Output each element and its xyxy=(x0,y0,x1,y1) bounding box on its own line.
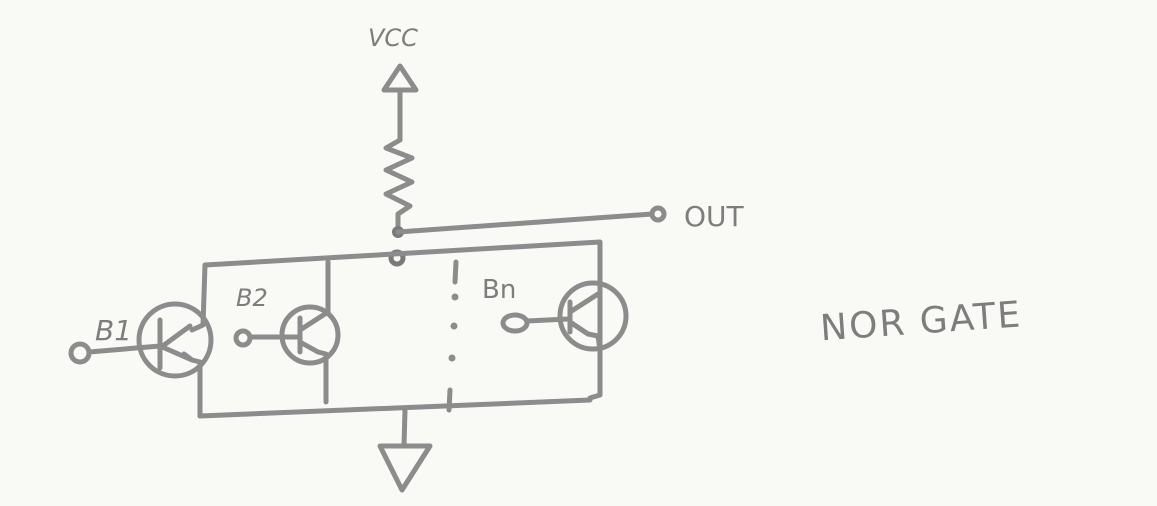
transistor-2-leads xyxy=(297,259,331,405)
bn-input-terminal[interactable] xyxy=(500,312,530,334)
output-wire xyxy=(395,211,655,235)
ellipsis-dot xyxy=(451,293,459,301)
vcc-supply-symbol xyxy=(381,63,419,93)
diagram-title: NOR GATE xyxy=(819,294,1024,349)
transistor-1 xyxy=(136,301,214,379)
ground-symbol xyxy=(377,443,433,493)
ellipsis-dot xyxy=(448,354,456,362)
ground-wire xyxy=(401,407,408,449)
bn-label: Bn xyxy=(482,275,516,305)
transistor-2 xyxy=(279,304,341,366)
transistor-n-leads xyxy=(567,291,603,353)
b2-label: B2 xyxy=(236,284,268,312)
b1-label: B1 xyxy=(95,314,132,347)
pull-up-resistor xyxy=(383,87,415,235)
b1-input-terminal[interactable] xyxy=(68,341,92,365)
b1-base-wire xyxy=(86,343,163,355)
ellipsis-wire-stubs xyxy=(446,259,459,413)
transistor-n xyxy=(557,280,629,352)
output-terminal xyxy=(649,205,667,223)
out-label: OUT xyxy=(684,200,745,233)
collector-rail xyxy=(202,239,603,401)
transistor-1-leads xyxy=(157,262,208,419)
vcc-label: VCC xyxy=(368,24,418,52)
ellipsis-dot xyxy=(450,322,458,330)
ground-rail xyxy=(197,397,593,419)
